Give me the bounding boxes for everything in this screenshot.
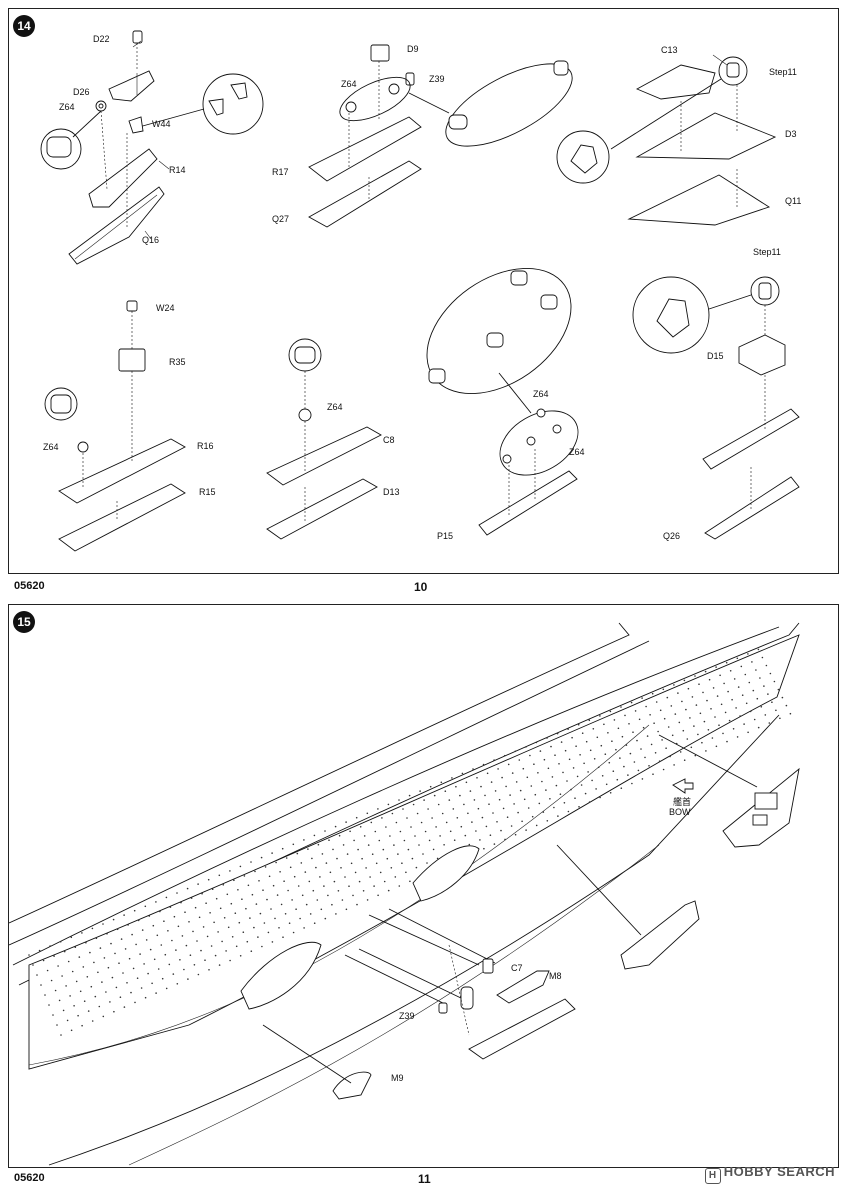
bow-arrow-icon	[672, 778, 694, 794]
label-q26: Q26	[663, 531, 680, 541]
label-p15: P15	[437, 531, 453, 541]
label-d15: D15	[707, 351, 724, 361]
label-q16: Q16	[142, 235, 159, 245]
page-number-bottom: 11	[418, 1172, 431, 1186]
label-d22: D22	[93, 34, 110, 44]
step-15-hull-diagram: 艦首 BOW C7 M8	[9, 622, 800, 1166]
label-d3: D3	[785, 129, 797, 139]
assembly-p15: Z64 Z64 P15	[426, 267, 585, 541]
label-z64-e: Z64	[533, 389, 549, 399]
label-r14: R14	[169, 165, 186, 175]
label-z64-a: Z64	[59, 102, 75, 112]
assembly-r16-r15: W24 R35 R16 Z64 R15	[43, 300, 216, 552]
step-15-badge: 15	[13, 611, 35, 633]
hobby-search-logo-icon: H	[704, 1168, 721, 1184]
label-z39: Z39	[429, 74, 445, 84]
assembly-r17-q27: D9 Z39 Z64 R17 Q27	[272, 44, 573, 228]
label-r35: R35	[169, 357, 186, 367]
label-m9: M9	[391, 1073, 404, 1083]
label-d9: D9	[407, 44, 419, 54]
label-c13: C13	[661, 45, 678, 55]
label-z64-b: Z64	[341, 79, 357, 89]
label-r16: R16	[197, 441, 214, 451]
label-step11-a: Step11	[769, 67, 797, 77]
label-c8: C8	[383, 435, 395, 445]
label-m8: M8	[549, 971, 562, 981]
label-d13: D13	[383, 487, 400, 497]
label-z39: Z39	[399, 1011, 415, 1021]
label-z64-d: Z64	[327, 402, 343, 412]
deck-rivet-pattern	[28, 648, 792, 1036]
hull-side	[9, 622, 800, 1166]
assembly-r14-q16: D22 D26 Z64 W44 R14 Q16	[40, 30, 264, 265]
step-14-diagram: D22 D26 Z64 W44 R14 Q16 D9 Z39 Z64 R17	[40, 30, 801, 552]
label-w24: W24	[156, 303, 175, 313]
label-z64-c: Z64	[43, 442, 59, 452]
label-q11: Q11	[785, 196, 801, 206]
page-code-top: 05620	[14, 580, 45, 592]
label-step11-b: Step11	[753, 247, 781, 257]
step-14-panel: 14 D22 D26 Z64 W	[8, 8, 839, 574]
bow-label-jp: 艦首	[673, 796, 691, 807]
page-code-bottom: 05620	[14, 1172, 45, 1184]
label-r17: R17	[272, 167, 289, 177]
assembly-d3-q11: C13 Step11 D3 Q11	[556, 45, 801, 226]
watermark-text: HOBBY SEARCH	[723, 1164, 835, 1179]
step-15-panel: 15 艦首 BOW	[8, 604, 839, 1168]
page-number-top: 10	[414, 580, 428, 594]
assembly-c8-d13: Z64 C8 D13	[266, 338, 400, 540]
assembly-d15-q26: Step11 D15 Q26	[632, 247, 800, 541]
bow-callout: 艦首 BOW	[658, 734, 800, 848]
bow-label-en: BOW	[669, 807, 691, 817]
label-q27: Q27	[272, 214, 289, 224]
step-14-badge: 14	[13, 15, 35, 37]
label-r15: R15	[199, 487, 216, 497]
label-d26: D26	[73, 87, 90, 97]
label-c7: C7	[511, 963, 523, 973]
label-z64-f: Z64	[569, 447, 585, 457]
label-w44: W44	[152, 119, 171, 129]
hull-parts: C7 M8 Z39 M9	[262, 844, 700, 1100]
